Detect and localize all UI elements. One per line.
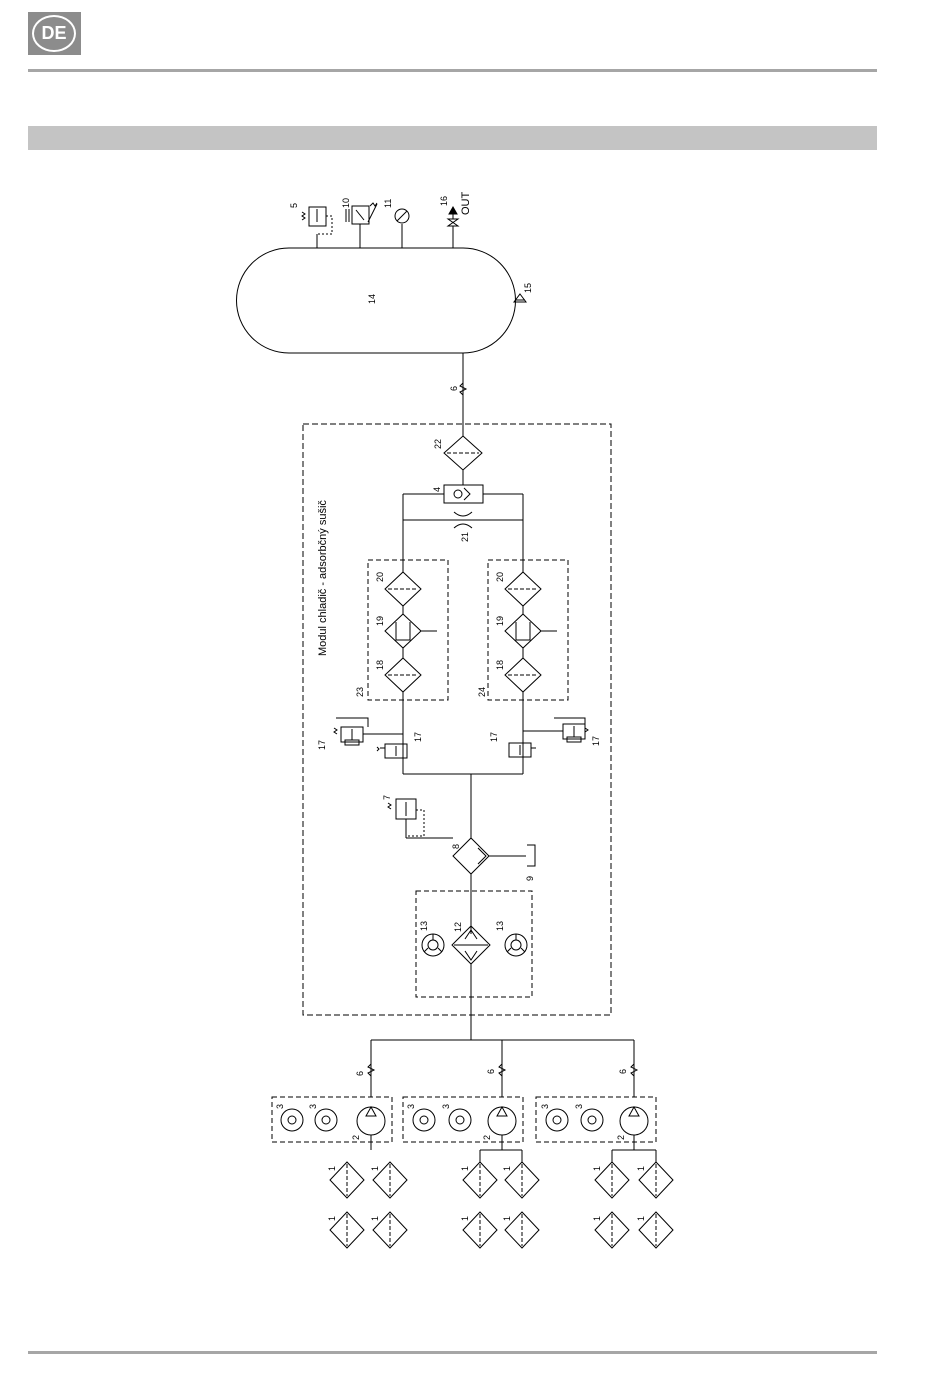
label-20-right: 20 xyxy=(495,572,505,582)
label-3-a: 3 xyxy=(275,1104,285,1109)
label-2-b: 2 xyxy=(482,1135,492,1140)
label-11: 11 xyxy=(383,199,393,208)
label-3-b: 3 xyxy=(308,1104,318,1109)
label-1-e: 1 xyxy=(460,1166,470,1171)
label-7: 7 xyxy=(382,795,392,800)
label-6-top: 6 xyxy=(449,386,459,391)
label-6-b: 6 xyxy=(486,1069,496,1074)
intake-filters xyxy=(330,1150,673,1248)
label-3-d: 3 xyxy=(441,1104,451,1109)
compressor-unit-1 xyxy=(272,1097,392,1150)
label-2-c: 2 xyxy=(616,1135,626,1140)
label-23: 23 xyxy=(355,687,365,697)
label-24: 24 xyxy=(477,687,487,697)
fan-icon xyxy=(505,934,527,956)
label-17-a: 17 xyxy=(317,740,327,750)
label-19-right: 19 xyxy=(495,616,505,626)
safety-valve-icon xyxy=(302,207,332,234)
label-1-i: 1 xyxy=(592,1166,602,1171)
solenoid-valve-icon xyxy=(509,718,588,757)
label-5: 5 xyxy=(289,203,299,208)
label-17-b: 17 xyxy=(413,732,423,742)
dryer-filter-right-icon xyxy=(505,572,557,692)
solenoid-valve-icon xyxy=(334,718,407,758)
label-19-left: 19 xyxy=(375,616,385,626)
outlet-valve-icon xyxy=(448,207,458,226)
label-2-a: 2 xyxy=(351,1135,361,1140)
label-17-c: 17 xyxy=(489,732,499,742)
label-6-a: 6 xyxy=(355,1071,365,1076)
label-12: 12 xyxy=(453,922,463,932)
separator-icon xyxy=(453,838,535,874)
dryer-filter-left-icon xyxy=(385,572,437,692)
label-1-g: 1 xyxy=(460,1216,470,1221)
receiver-tank xyxy=(237,203,527,353)
label-14: 14 xyxy=(367,294,377,304)
label-3-f: 3 xyxy=(574,1104,584,1109)
label-1-h: 1 xyxy=(502,1216,512,1221)
label-1-l: 1 xyxy=(636,1216,646,1221)
compressor-unit-2 xyxy=(403,1097,523,1150)
filter-icon xyxy=(444,436,482,470)
label-15: 15 xyxy=(523,283,533,293)
label-16: 16 xyxy=(439,196,449,206)
label-1-k: 1 xyxy=(592,1216,602,1221)
label-9: 9 xyxy=(525,876,535,881)
label-10: 10 xyxy=(341,198,351,208)
label-out: OUT xyxy=(460,192,472,216)
label-8: 8 xyxy=(451,844,461,849)
label-18-left: 18 xyxy=(375,660,385,670)
label-1-j: 1 xyxy=(636,1166,646,1171)
fan-icon xyxy=(422,934,444,956)
label-22: 22 xyxy=(433,439,443,449)
label-3-e: 3 xyxy=(540,1104,550,1109)
label-20-left: 20 xyxy=(375,572,385,582)
label-1-b: 1 xyxy=(370,1166,380,1171)
label-1-a: 1 xyxy=(327,1166,337,1171)
label-13-right: 13 xyxy=(495,921,505,931)
shuttle-valve-icon xyxy=(444,485,483,503)
pressure-gauge-icon xyxy=(395,209,409,223)
label-6-c: 6 xyxy=(618,1069,628,1074)
label-18-right: 18 xyxy=(495,660,505,670)
label-21: 21 xyxy=(460,532,470,542)
label-1-f: 1 xyxy=(502,1166,512,1171)
label-module: Modul chladič - adsorbčný sušič xyxy=(317,500,329,656)
label-13-left: 13 xyxy=(419,921,429,931)
drain-valve-7-icon xyxy=(388,799,453,838)
label-3-c: 3 xyxy=(406,1104,416,1109)
label-1-c: 1 xyxy=(327,1216,337,1221)
label-4: 4 xyxy=(432,487,442,492)
label-17-d: 17 xyxy=(591,736,601,746)
label-1-d: 1 xyxy=(370,1216,380,1221)
compressor-unit-3 xyxy=(536,1097,656,1150)
